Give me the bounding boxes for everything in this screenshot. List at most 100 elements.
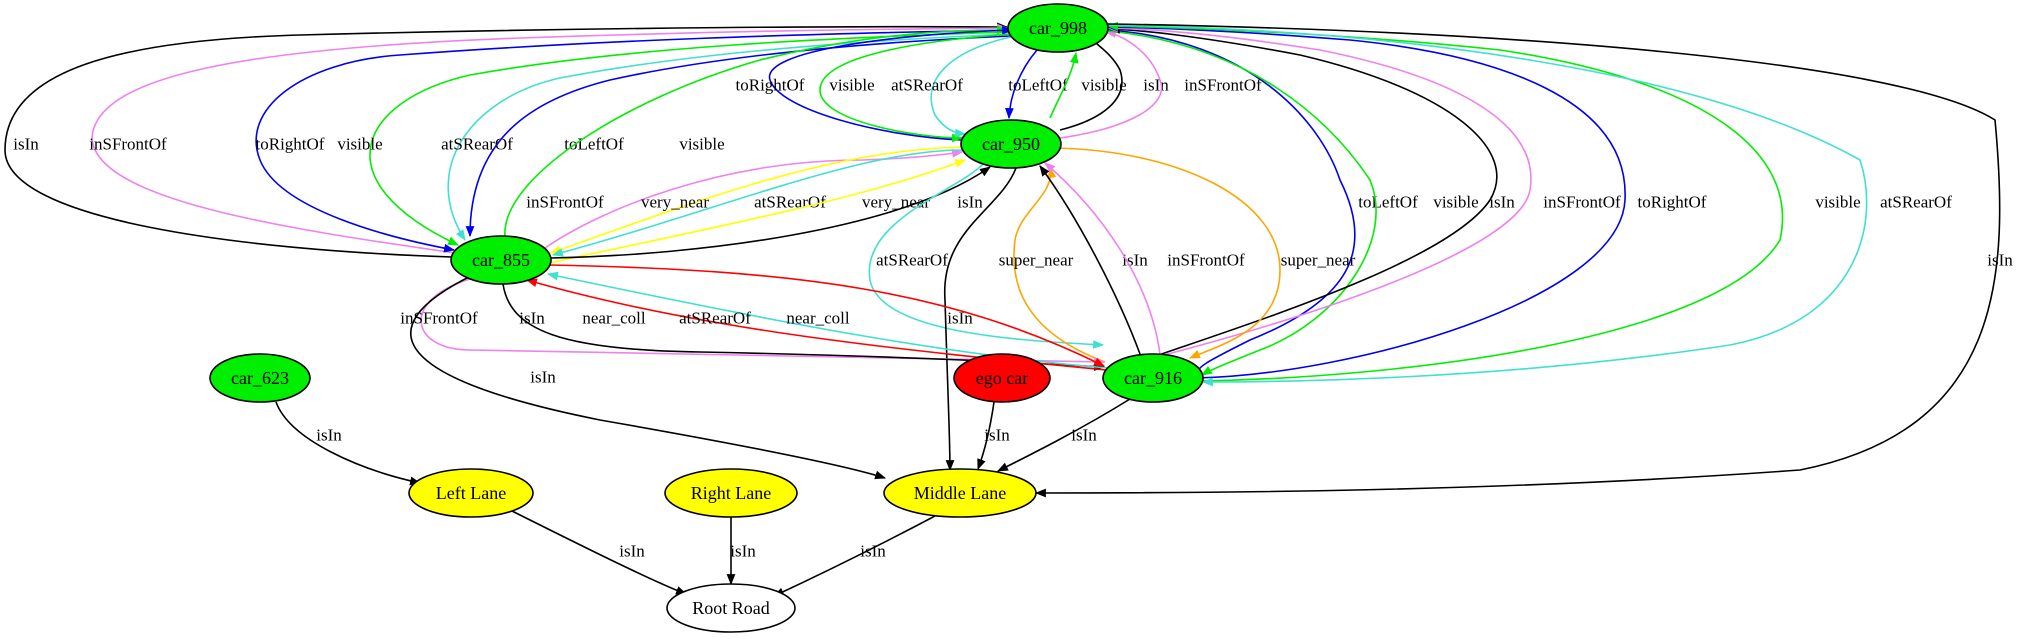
edge-line	[369, 31, 1010, 246]
edge-label: atSRearOf	[679, 309, 751, 328]
edge-line	[504, 25, 1009, 238]
edge-line	[511, 510, 688, 595]
edge-line	[1013, 166, 1106, 363]
edge-car_855-very_near-car_950: very_near	[548, 159, 967, 264]
edge-car_998-visible-car_950: visible	[819, 33, 1013, 143]
edge-label: inSFrontOf	[1184, 76, 1262, 95]
node-car-916: car_916	[1102, 353, 1204, 403]
node-label: car_950	[982, 134, 1040, 154]
edge-label: very_near	[641, 193, 709, 212]
edge-line	[1107, 24, 1868, 387]
edge-car_916-super_near-car_950: super_near	[999, 166, 1106, 363]
edge-ego_car-isIn-middle_lane: isIn	[977, 401, 1010, 471]
edge-line	[544, 149, 964, 249]
edge-label: inSFrontOf	[526, 193, 604, 212]
edge-line	[410, 274, 887, 480]
edge-car_950-inSFrontOf-car_998: inSFrontOf	[1059, 29, 1262, 139]
edge-label: isIn	[860, 542, 886, 561]
edge-line	[1034, 23, 2001, 498]
edge-label: toLeftOf	[1008, 76, 1068, 95]
node-car-998: car_998	[1007, 3, 1109, 53]
node-ellipse	[664, 468, 798, 518]
edge-line	[1049, 51, 1079, 119]
edge-car_950-isIn-car_998: isIn	[1059, 38, 1169, 131]
edge-line	[548, 159, 967, 264]
edge-line	[773, 515, 936, 597]
edge-label: isIn	[1071, 426, 1097, 445]
edge-label: atSRearOf	[876, 251, 948, 270]
edge-car_950-toRightOf-car_998: toRightOf	[736, 25, 1014, 141]
node-left-lane: Left Lane	[408, 468, 534, 518]
edge-label: near_coll	[582, 309, 646, 328]
edge-line	[549, 264, 1105, 367]
edge-line	[4, 22, 1009, 258]
edge-label: inSFrontOf	[400, 309, 478, 328]
node-label: car_916	[1124, 368, 1182, 388]
edge-label: isIn	[1489, 193, 1515, 212]
edge-car_916-atSRearOf-car_855: atSRearOf	[546, 271, 1109, 369]
edge-left_lane-isIn-root_road: isIn	[511, 510, 688, 595]
edge-line	[1039, 165, 1141, 355]
edge-label: isIn	[530, 368, 556, 387]
edge-label: isIn	[1987, 251, 2013, 270]
edge-car_855-inSFrontOf-car_950: inSFrontOf	[526, 149, 964, 249]
edge-line	[819, 33, 1013, 143]
node-middle-lane: Middle Lane	[883, 468, 1037, 518]
edge-label: visible	[1081, 76, 1126, 95]
node-car-623: car_623	[209, 353, 311, 403]
edge-car_916-inSFrontOf-car_998: inSFrontOf	[1106, 23, 1621, 357]
edge-car_916-isIn-car_998: isIn	[1108, 24, 1515, 359]
edge-label: toRightOf	[736, 76, 805, 95]
edge-label: isIn	[316, 426, 342, 445]
edge-label: toRightOf	[1638, 193, 1707, 212]
edge-label: atSRearOf	[754, 193, 826, 212]
node-ellipse	[666, 583, 796, 633]
node-ellipse	[408, 468, 534, 518]
node-label: car_623	[231, 368, 289, 388]
edge-label: super_near	[999, 251, 1074, 270]
edge-label: atSRearOf	[891, 76, 963, 95]
edge-label: atSRearOf	[1880, 193, 1952, 212]
edge-car_998-atSRearOf-car_950: atSRearOf	[891, 35, 1016, 138]
edge-line	[275, 401, 422, 486]
edge-label: isIn	[957, 193, 983, 212]
edge-line	[768, 25, 1014, 141]
node-ellipse	[209, 353, 311, 403]
edge-car_855-inSFrontOf-car_916: inSFrontOf	[400, 278, 1106, 367]
edge-label: isIn	[619, 542, 645, 561]
edge-car_916-isIn-middle_lane: isIn	[997, 398, 1131, 472]
edge-car_855-isIn-car_998: isIn	[4, 22, 1009, 258]
edge-label: atSRearOf	[441, 135, 513, 154]
node-label: Middle Lane	[914, 483, 1006, 503]
edge-car_998-toRightOf-car_855: toRightOf	[255, 29, 1010, 253]
edge-line	[1005, 49, 1038, 120]
node-ellipse	[883, 468, 1037, 518]
edge-label: isIn	[13, 135, 39, 154]
edge-car_998-toLeftOf-car_950: toLeftOf	[1005, 49, 1068, 120]
edge-line	[1106, 23, 1532, 357]
node-label: Root Road	[692, 598, 770, 618]
edge-car_855-visible-car_998: visible	[504, 25, 1009, 238]
edge-label: isIn	[730, 542, 756, 561]
node-ego-car: ego car	[953, 353, 1051, 403]
node-ellipse	[960, 119, 1062, 169]
edge-label: toLeftOf	[564, 135, 624, 154]
edge-label: inSFrontOf	[1167, 251, 1245, 270]
node-car-950: car_950	[960, 119, 1062, 169]
edge-car_998-atSRearOf-car_916: atSRearOf	[1107, 24, 1952, 387]
edge-car_855-inSFrontOf-car_998: inSFrontOf	[89, 23, 1009, 254]
edge-label: inSFrontOf	[89, 135, 167, 154]
edge-line	[550, 166, 991, 259]
node-ellipse	[1102, 353, 1204, 403]
node-right-lane: Right Lane	[664, 468, 798, 518]
edge-car_623-isIn-left_lane: isIn	[275, 401, 422, 486]
edge-line	[549, 146, 963, 254]
edge-line	[868, 162, 1105, 349]
edge-car_998-isIn-middle_lane: isIn	[1034, 23, 2013, 498]
edge-label: very_near	[862, 193, 930, 212]
edge-label: visible	[679, 135, 724, 154]
edge-line	[91, 23, 1009, 254]
edge-line	[546, 271, 1109, 369]
